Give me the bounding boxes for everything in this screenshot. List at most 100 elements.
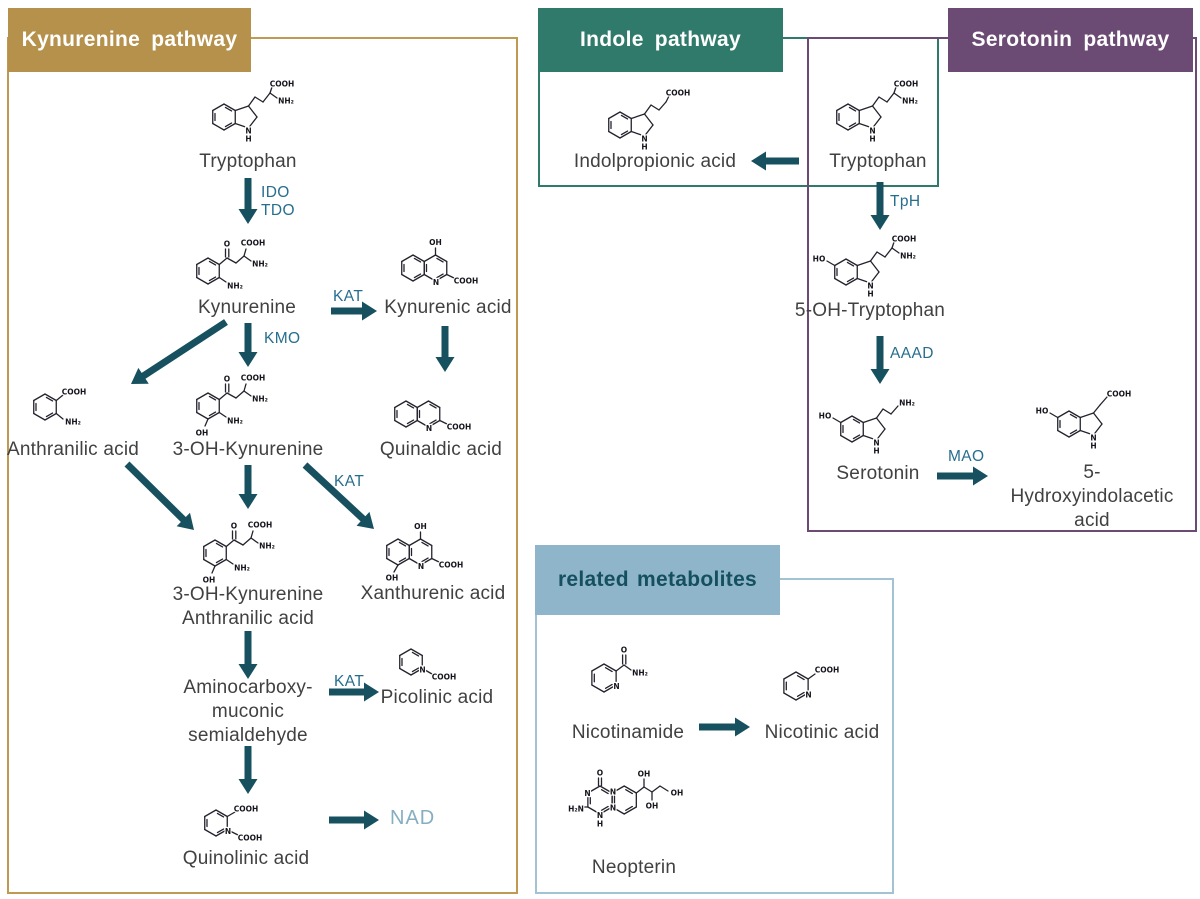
atom-label: H <box>597 820 603 829</box>
arrow-nicotinamide-to-nicotinic <box>699 717 750 737</box>
enzyme-label-mao: MAO <box>948 448 985 465</box>
atom-label: NH₂ <box>234 564 250 573</box>
enzyme-label-aaad: AAAD <box>890 345 934 362</box>
atom-label: NH₂ <box>902 97 918 106</box>
kynurenine-structure: O COOH NH₂ NH₂ <box>186 229 290 300</box>
atom-label: NH₂ <box>632 669 648 678</box>
atom-label: N <box>610 788 616 797</box>
atom-label: COOH <box>270 80 295 89</box>
arrow-3ohk-to-3ohkaa <box>238 465 258 509</box>
indole-pathway-header: Indole pathway <box>538 8 783 72</box>
atom-label: COOH <box>241 239 266 248</box>
atom-label: H <box>867 290 873 299</box>
atom-label: OH <box>646 802 659 811</box>
atom-label: NH₂ <box>65 418 81 427</box>
atom-label: O <box>224 240 230 249</box>
atom-label: OH <box>386 574 399 583</box>
atom-label: O <box>224 375 230 384</box>
enzyme-label-tph: TpH <box>890 193 921 210</box>
kynurenine-pathway-header: Kynurenine pathway <box>8 8 251 72</box>
metabolite-label-tryptophan-kynurenine: Tryptophan <box>199 151 297 172</box>
atom-label: OH <box>196 429 209 438</box>
atom-label: OH <box>414 522 427 531</box>
atom-label: H <box>1090 442 1096 451</box>
metabolite-label-tryptophan-serotonin: Tryptophan <box>829 151 927 172</box>
arrow-quinolinic-to-nad <box>329 810 379 830</box>
metabolite-label-serotonin: Serotonin <box>836 463 920 484</box>
atom-label: COOH <box>62 388 87 397</box>
atom-label: N <box>597 811 603 820</box>
atom-label: NH₂ <box>227 417 243 426</box>
arrow-trp-to-kynurenine <box>238 178 258 224</box>
atom-label: N <box>869 127 875 136</box>
atom-label: HO <box>813 255 826 264</box>
metabolite-label-neopterin: Neopterin <box>591 857 677 878</box>
enzyme-label-kat-xanthurenic: KAT <box>334 473 365 490</box>
atom-label: COOH <box>1107 390 1132 399</box>
atom-label: H <box>873 447 879 456</box>
atom-label: NH₂ <box>252 260 268 269</box>
atom-label: H <box>245 135 251 144</box>
metabolite-label-kynurenic-acid: Kynurenic acid <box>384 297 512 318</box>
nad-label: NAD <box>390 807 436 829</box>
metabolite-label-aminocarboxy-muconic-semialdehyde: Aminocarboxy- muconic semialdehyde <box>183 677 313 746</box>
atom-label: OH <box>429 238 442 247</box>
atom-label: N <box>867 282 873 291</box>
anthranilic-acid-structure: COOH NH₂ <box>23 375 117 440</box>
atom-label: O <box>231 522 237 531</box>
arrow-aminocarboxy-to-picolinic <box>329 682 379 702</box>
atom-label: NH₂ <box>899 399 915 408</box>
atom-label: COOH <box>439 561 464 570</box>
metabolite-label-xanthurenic-acid: Xanthurenic acid <box>360 583 506 604</box>
metabolite-label-3-oh-kynurenine: 3-OH-Kynurenine <box>172 439 324 460</box>
enzyme-label-tdo: TDO <box>261 202 295 219</box>
atom-label: N <box>641 135 647 144</box>
atom-label: COOH <box>894 80 919 89</box>
atom-label: H <box>641 143 647 152</box>
atom-label: COOH <box>432 673 457 682</box>
atom-label: COOH <box>815 666 840 675</box>
metabolite-label-5-hydroxyindolacetic-acid: 5-Hydroxyindolacetic acid <box>1010 462 1174 531</box>
kynurenine-pathway-box <box>7 37 518 894</box>
atom-label: NH₂ <box>900 252 916 261</box>
arrow-kynurenine-to-kynurenic <box>331 301 377 321</box>
metabolite-label-quinaldic-acid: Quinaldic acid <box>379 439 503 460</box>
metabolite-label-nicotinamide: Nicotinamide <box>571 722 685 743</box>
atom-label: N <box>419 666 425 675</box>
related-metabolites-header: related metabolites <box>535 545 780 615</box>
atom-label: OH <box>203 576 216 585</box>
arrow-trp-to-indolpropionic <box>751 151 799 171</box>
atom-label: NH₂ <box>227 282 243 291</box>
atom-label: COOH <box>447 423 472 432</box>
atom-label: N <box>426 424 432 433</box>
metabolite-label-picolinic-acid: Picolinic acid <box>380 687 494 708</box>
quinaldic-acid-structure: N COOH <box>386 384 490 443</box>
atom-label: HO <box>1036 407 1049 416</box>
atom-label: N <box>873 439 879 448</box>
atom-label: N <box>1090 434 1096 443</box>
atom-label: N <box>584 789 590 798</box>
atom-label: O <box>621 646 627 655</box>
arrow-anthranilic-to-3ohkaa <box>124 461 194 530</box>
atom-label: H <box>869 135 875 144</box>
metabolite-label-3-oh-kynurenine-anthranilic-acid: 3-OH-Kynurenine Anthranilic acid <box>172 584 324 629</box>
atom-label: COOH <box>248 521 273 530</box>
metabolite-label-anthranilic-acid: Anthranilic acid <box>6 439 140 460</box>
enzyme-label-ido: IDO <box>261 184 290 201</box>
atom-label: N <box>245 127 251 136</box>
arrow-aminocarboxy-to-quinolinic <box>238 746 258 794</box>
enzyme-label-kat-kynurenic: KAT <box>333 288 364 305</box>
